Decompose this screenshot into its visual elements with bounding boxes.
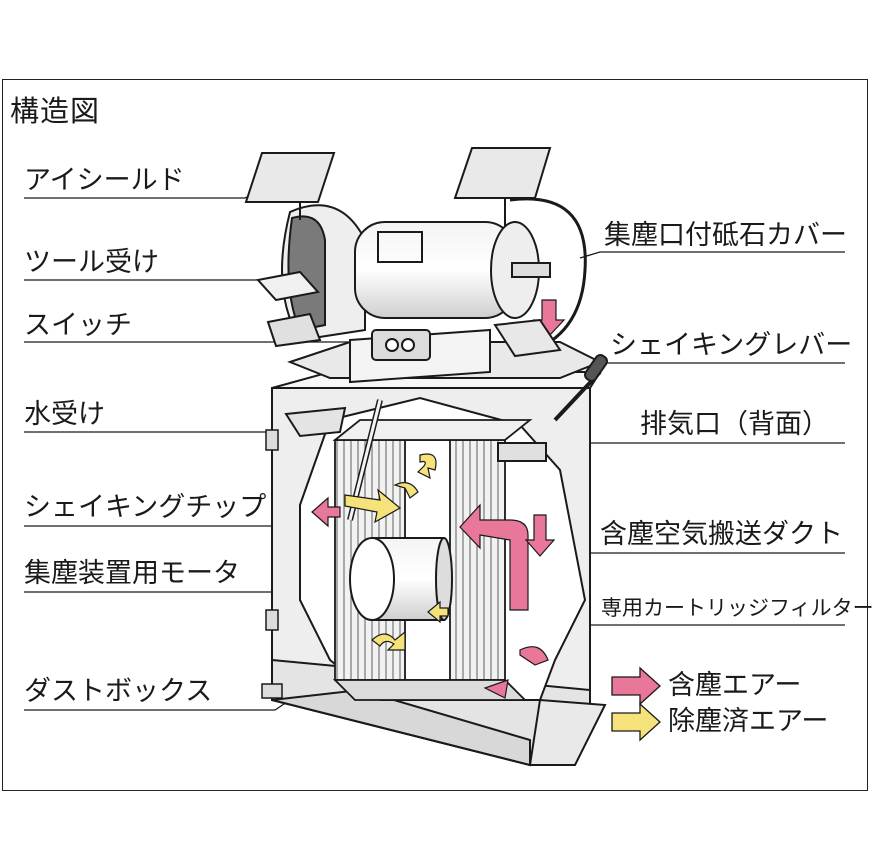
shaking-lever <box>553 354 608 422</box>
label-switch: スイッチ <box>24 310 132 341</box>
label-wheel-cover: 集塵口付砥石カバー <box>604 220 847 251</box>
label-tool-rest: ツール受け <box>24 247 159 278</box>
legend-dusty-label: 含塵エアー <box>668 670 802 701</box>
legend-clean-arrow <box>611 702 661 742</box>
wheel-cover-arc <box>509 197 587 352</box>
grinder-motor <box>354 221 551 319</box>
label-shaking-lever: シェイキングレバー <box>610 330 853 361</box>
grinder-base <box>287 328 603 384</box>
label-filter: 専用カートリッジフィルター <box>601 596 872 620</box>
diagram-title: 構造図 <box>10 94 101 128</box>
label-duct: 含塵空気搬送ダクト <box>600 519 843 550</box>
diagram-frame <box>2 79 868 791</box>
water-tray-shape <box>284 406 347 438</box>
label-exhaust: 排気口（背面） <box>640 409 829 440</box>
label-water-tray: 水受け <box>24 399 105 430</box>
label-shaking-tip: シェイキングチップ <box>24 492 267 523</box>
label-eye-shield: アイシールド <box>24 165 185 196</box>
legend-clean-label: 除塵済エアー <box>668 706 829 737</box>
label-dust-box: ダストボックス <box>24 676 213 707</box>
legend-dusty-arrow <box>611 666 661 706</box>
clean-air-arrows <box>344 453 449 651</box>
label-dust-motor: 集塵装置用モータ <box>24 558 240 589</box>
eye-shields <box>244 147 552 226</box>
left-wheel-assembly <box>256 204 366 348</box>
dust-motor-body <box>349 537 453 621</box>
